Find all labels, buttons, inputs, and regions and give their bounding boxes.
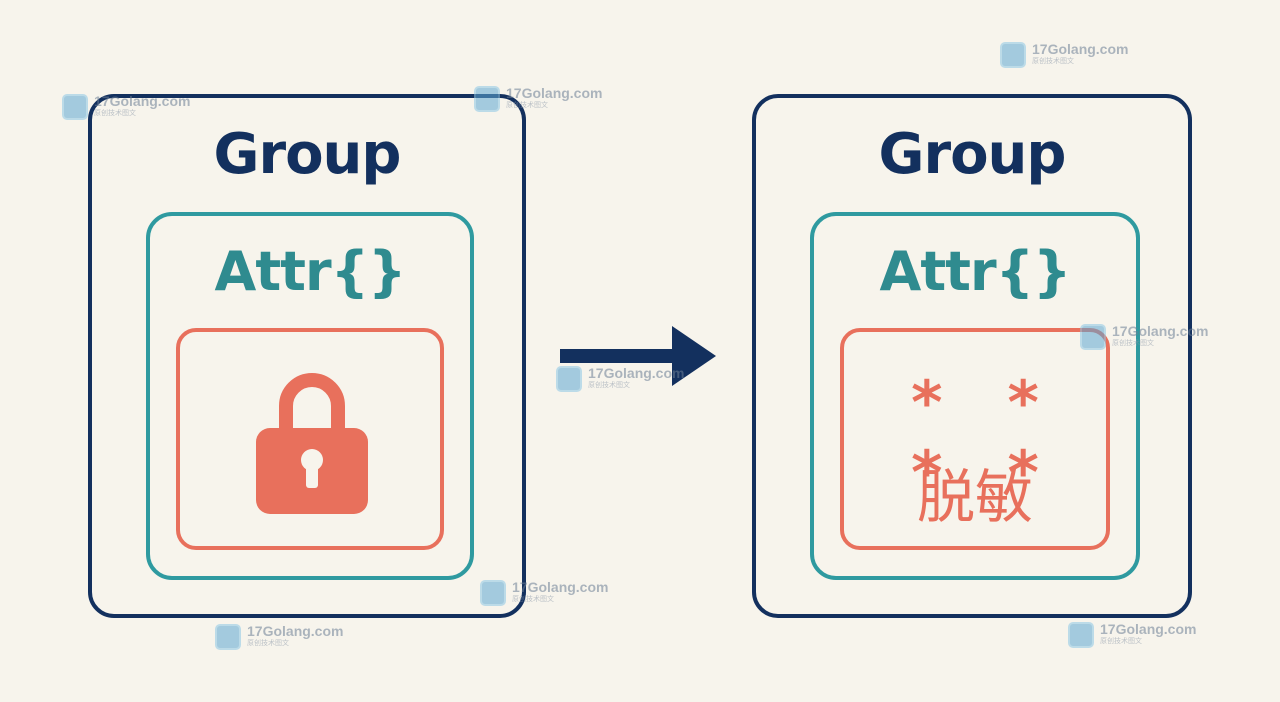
left-group-title: Group bbox=[213, 122, 401, 187]
left-group-box: Group Attr{} bbox=[88, 94, 526, 618]
right-attr-title: Attr{} bbox=[879, 240, 1072, 303]
desensitized-label: 脱敏 bbox=[916, 463, 1033, 531]
watermark-logo-icon bbox=[1068, 622, 1094, 648]
watermark-logo-icon bbox=[480, 580, 506, 606]
watermark-logo-icon bbox=[1000, 42, 1026, 68]
watermark-logo-icon bbox=[474, 86, 500, 112]
left-attr-title: Attr{} bbox=[214, 240, 407, 303]
right-value-box: * * * * 脱敏 bbox=[840, 328, 1110, 550]
watermark-logo-icon bbox=[215, 624, 241, 650]
lock-icon bbox=[252, 358, 372, 518]
right-group-box: Group Attr{} * * * * 脱敏 bbox=[752, 94, 1192, 618]
arrow-right-icon bbox=[560, 322, 720, 392]
right-group-title: Group bbox=[878, 122, 1066, 187]
left-attr-box: Attr{} bbox=[146, 212, 474, 580]
right-attr-box: Attr{} * * * * 脱敏 bbox=[810, 212, 1140, 580]
watermark-logo-icon bbox=[556, 366, 582, 392]
watermark-logo-icon bbox=[1080, 324, 1106, 350]
left-value-box bbox=[176, 328, 444, 550]
watermark-logo-icon bbox=[62, 94, 88, 120]
masked-value: * * * * bbox=[911, 368, 1061, 508]
